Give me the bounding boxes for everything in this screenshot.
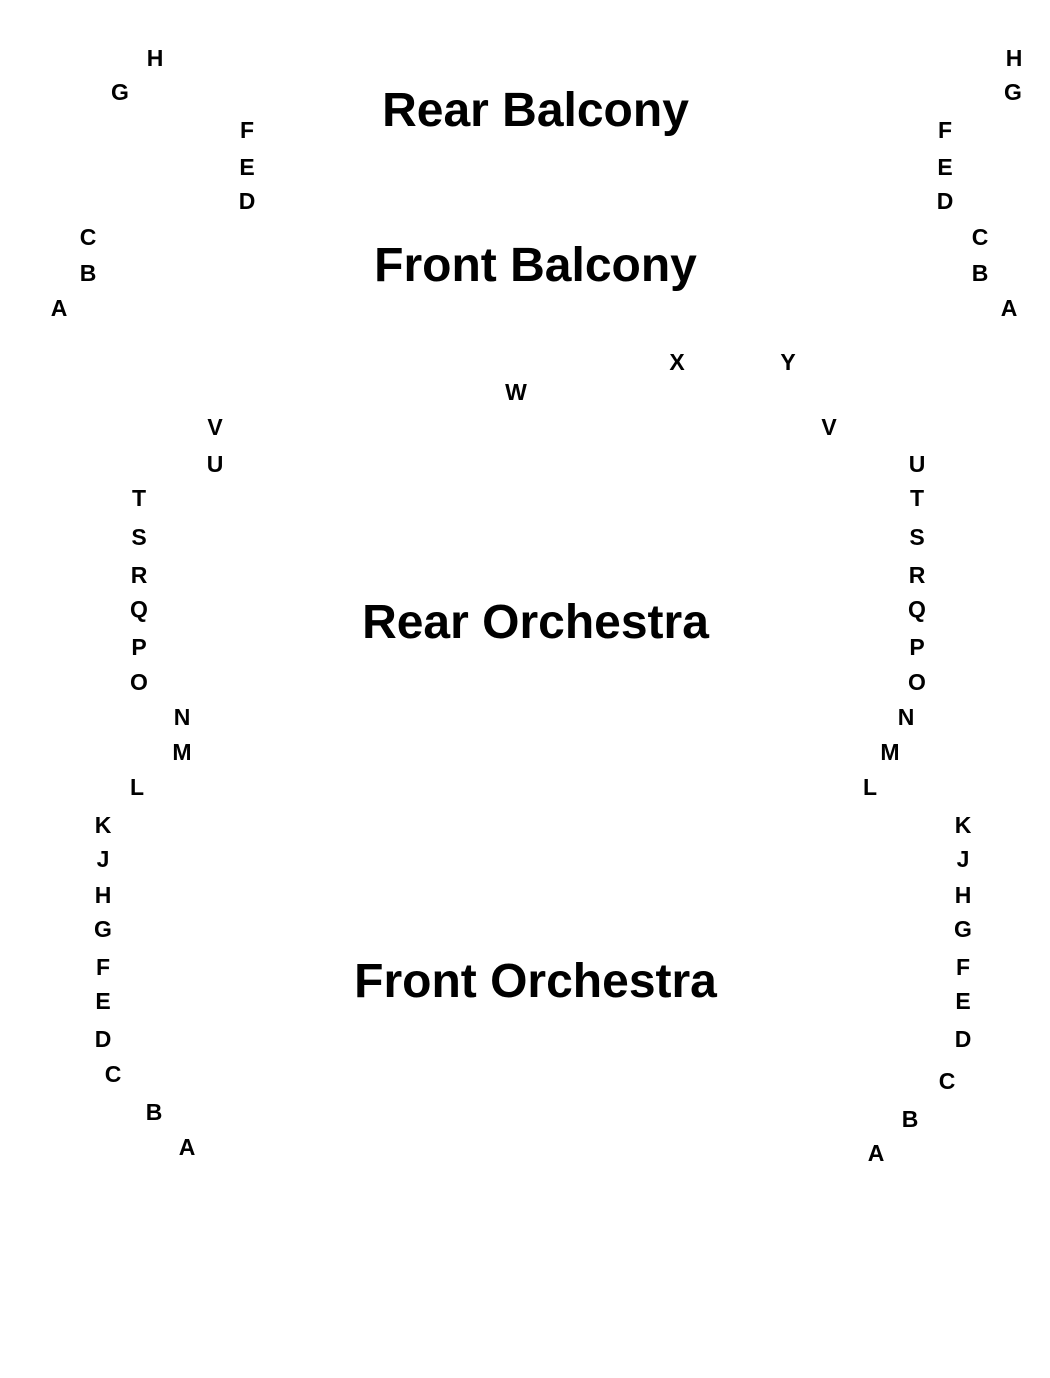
orchestra-right-row: K — [954, 812, 972, 838]
section-rear-orchestra: Rear Orchestra — [362, 596, 709, 649]
orchestra-right-row: S — [909, 524, 925, 550]
orchestra-left-row: C — [104, 1061, 122, 1087]
orchestra-left-row: P — [131, 634, 147, 660]
orchestra-left-row: A — [178, 1134, 196, 1160]
orchestra-left-row: O — [130, 669, 148, 695]
balcony-right-row: B — [971, 260, 989, 286]
balcony-left-row: A — [50, 295, 68, 321]
orchestra-right-row: N — [897, 704, 915, 730]
orchestra-left-row: F — [95, 954, 111, 980]
orchestra-left-row: B — [145, 1099, 163, 1125]
orchestra-left-row: T — [131, 485, 147, 511]
section-front-balcony: Front Balcony — [374, 239, 697, 292]
orchestra-right-row: J — [956, 846, 970, 872]
balcony-right-row: E — [937, 154, 953, 180]
orchestra-right-row: B — [901, 1106, 919, 1132]
orchestra-left-row: G — [94, 916, 112, 942]
orchestra-right-row: G — [954, 916, 972, 942]
orchestra-right-row: Q — [908, 596, 926, 622]
balcony-left-row: B — [79, 260, 97, 286]
balcony-right-row: C — [971, 224, 989, 250]
balcony-left-row: G — [111, 79, 129, 105]
section-front-orchestra: Front Orchestra — [354, 955, 717, 1008]
orchestra-right-row: O — [908, 669, 926, 695]
balcony-left-row: F — [239, 117, 255, 143]
orchestra-right-row: U — [908, 451, 926, 477]
balcony-left-row: H — [146, 45, 164, 71]
orchestra-right-row: E — [955, 988, 971, 1014]
orchestra-top-row: Y — [780, 349, 796, 375]
balcony-right-row: H — [1005, 45, 1023, 71]
orchestra-right-row: C — [938, 1068, 956, 1094]
orchestra-left-row: E — [95, 988, 111, 1014]
orchestra-top-row: X — [669, 349, 685, 375]
orchestra-left-row: N — [173, 704, 191, 730]
orchestra-left-row: R — [130, 562, 148, 588]
orchestra-left-row: D — [94, 1026, 112, 1052]
orchestra-right-row: H — [954, 882, 972, 908]
orchestra-top-row: W — [505, 379, 527, 405]
section-rear-balcony: Rear Balcony — [382, 84, 689, 137]
orchestra-right-row: R — [908, 562, 926, 588]
balcony-right-row: F — [937, 117, 953, 143]
orchestra-left-row: Q — [130, 596, 148, 622]
orchestra-right-row: L — [862, 774, 878, 800]
orchestra-right-row: T — [909, 485, 925, 511]
balcony-right-row: D — [936, 188, 954, 214]
orchestra-right-row: A — [867, 1140, 885, 1166]
orchestra-right-row: V — [821, 414, 837, 440]
balcony-left-row: C — [79, 224, 97, 250]
orchestra-right-row: P — [909, 634, 925, 660]
orchestra-left-row: V — [207, 414, 223, 440]
orchestra-left-row: U — [206, 451, 224, 477]
orchestra-left-row: S — [131, 524, 147, 550]
balcony-left-row: E — [239, 154, 255, 180]
orchestra-left-row: L — [129, 774, 145, 800]
balcony-right-row: G — [1004, 79, 1022, 105]
orchestra-left-row: K — [94, 812, 112, 838]
balcony-right-row: A — [1000, 295, 1018, 321]
orchestra-left-row: H — [94, 882, 112, 908]
orchestra-right-row: D — [954, 1026, 972, 1052]
orchestra-right-row: M — [880, 739, 900, 765]
balcony-left-row: D — [238, 188, 256, 214]
orchestra-left-row: M — [172, 739, 192, 765]
orchestra-left-row: J — [96, 846, 110, 872]
orchestra-right-row: F — [955, 954, 971, 980]
